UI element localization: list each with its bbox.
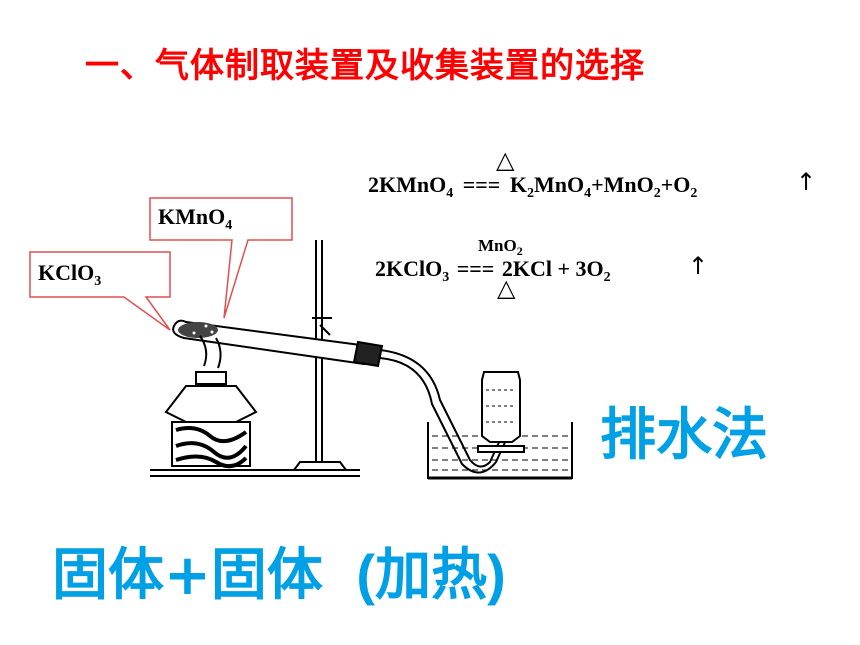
eq1-gas-arrow: ↑ [796,168,817,196]
collection-method-label: 排水法 [600,403,768,468]
kclo3-callout [29,251,171,331]
page-title: 一、气体制取装置及收集装置的选择 [85,46,645,86]
eq2-equals-sign: === [456,256,495,281]
equation-kclo3: 2KClO3 === 2KCl + 3O2 [375,256,611,285]
equation-kmno4: 2KMnO4 === K2MnO4+MnO2+O2 [368,172,698,201]
water-trough [427,422,573,480]
reactant-state-condition: (加热) [356,543,506,606]
wooden-block [171,421,251,469]
gas-collecting-bottle [477,371,525,453]
eq1-reactant: 2KMnO [368,172,447,197]
kclo3-callout-label: KClO3 [38,260,102,289]
eq1-equals-sign: === [462,172,501,197]
alcohol-lamp [164,335,258,423]
kmno4-callout-label: KMnO4 [158,204,233,233]
eq2-catalyst: MnO2 [478,236,523,258]
test-tube [172,319,384,368]
eq2-reactant: 2KClO [375,256,443,281]
reactant-state-label: 固体+固体 (加热) [52,530,506,611]
eq2-gas-arrow: ↑ [688,252,709,280]
eq2-heat-triangle: △ [497,274,516,302]
eq1-heat-triangle: △ [496,146,515,174]
kmno4-callout [149,197,293,319]
reactant-state-main: 固体+固体 [52,543,323,608]
